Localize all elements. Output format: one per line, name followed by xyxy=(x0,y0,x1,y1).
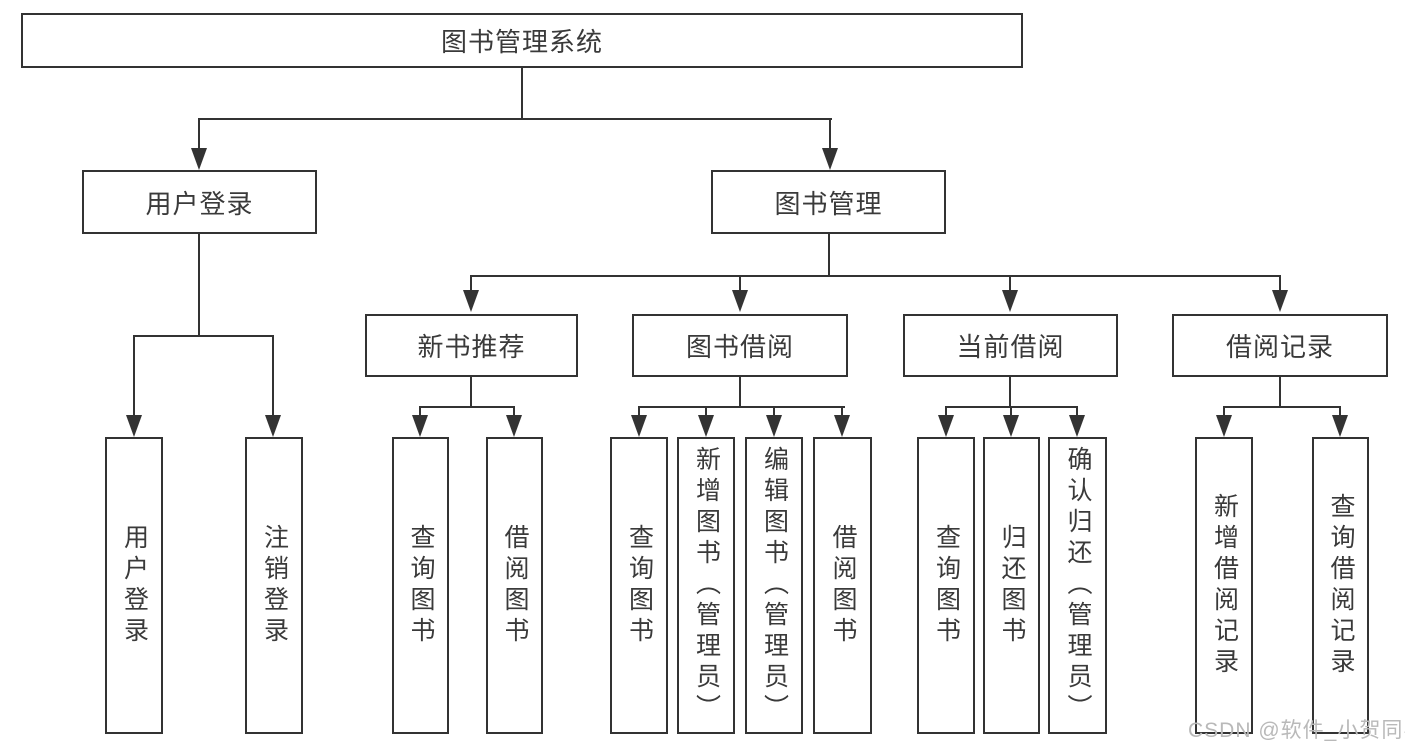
node-label: 查询图书 xyxy=(407,523,435,648)
node-label: 确认归还（管理员） xyxy=(1064,446,1092,725)
edge-drop xyxy=(470,275,472,292)
edge-drop xyxy=(773,406,775,417)
leaf-borrow-books-recommend: 借阅图书 xyxy=(486,437,543,734)
arrowhead-icon xyxy=(506,415,522,437)
leaf-add-borrow-record: 新增借阅记录 xyxy=(1195,437,1253,734)
node-label: 图书管理系统 xyxy=(440,27,603,57)
edge-drop xyxy=(1223,406,1225,417)
edge-drop xyxy=(1009,275,1011,292)
leaf-query-books-recommend: 查询图书 xyxy=(392,437,449,734)
arrowhead-icon xyxy=(1069,415,1085,437)
edge-drop xyxy=(272,335,274,417)
edge-drop xyxy=(945,406,947,417)
edge-drop xyxy=(133,335,135,417)
node-label: 用户登录 xyxy=(145,188,254,219)
arrowhead-icon xyxy=(938,415,954,437)
leaf-return-books: 归还图书 xyxy=(983,437,1040,734)
edge-drop xyxy=(419,406,421,417)
node-label: 归还图书 xyxy=(998,523,1026,648)
edge-rail xyxy=(638,406,845,408)
node-new-book-recommend: 新书推荐 xyxy=(365,314,578,377)
arrowhead-icon xyxy=(265,415,281,437)
node-label: 用户登录 xyxy=(120,523,149,648)
arrowhead-icon xyxy=(732,290,748,312)
edge-drop xyxy=(1339,406,1341,417)
edge-drop xyxy=(739,275,741,292)
arrowhead-icon xyxy=(412,415,428,437)
node-borrow-records: 借阅记录 xyxy=(1172,314,1388,377)
node-label: 查询图书 xyxy=(932,523,961,648)
node-label: 注销登录 xyxy=(260,523,289,648)
edge-drop xyxy=(1279,275,1281,292)
arrowhead-icon xyxy=(822,148,838,170)
edge-drop-user-login xyxy=(198,118,200,152)
node-label: 编辑图书（管理员） xyxy=(760,446,789,725)
leaf-user-login: 用户登录 xyxy=(105,437,163,734)
node-label: 图书借阅 xyxy=(685,332,794,362)
edge-stub xyxy=(470,377,472,406)
edge-userlogin-rail xyxy=(133,335,274,337)
node-label: 新增借阅记录 xyxy=(1210,492,1239,679)
edge-stub xyxy=(739,377,741,406)
edge-root-rail xyxy=(198,118,832,120)
arrowhead-icon xyxy=(698,415,714,437)
node-label: 图书管理 xyxy=(774,188,883,219)
arrowhead-icon xyxy=(766,415,782,437)
edge-rail xyxy=(1223,406,1341,408)
node-label: 借阅图书 xyxy=(829,523,857,648)
edge-userlogin-stub xyxy=(198,233,200,335)
leaf-query-borrow-record: 查询借阅记录 xyxy=(1312,437,1369,734)
node-label: 查询图书 xyxy=(625,523,654,648)
leaf-edit-books-admin: 编辑图书（管理员） xyxy=(745,437,803,734)
arrowhead-icon xyxy=(191,148,207,170)
edge-bookmgmt-rail xyxy=(470,275,1281,277)
edge-drop xyxy=(638,406,640,417)
leaf-confirm-return-admin: 确认归还（管理员） xyxy=(1048,437,1107,734)
edge-drop xyxy=(1010,406,1012,417)
arrowhead-icon xyxy=(1332,415,1348,437)
arrowhead-icon xyxy=(1216,415,1232,437)
leaf-borrow-books: 借阅图书 xyxy=(813,437,872,734)
edge-drop-book-management xyxy=(829,118,831,152)
edge-rail xyxy=(419,406,515,408)
node-user-login: 用户登录 xyxy=(82,170,317,234)
arrowhead-icon xyxy=(1272,290,1288,312)
node-book-management: 图书管理 xyxy=(711,170,946,234)
edge-stub xyxy=(1009,377,1011,406)
edge-root-stub xyxy=(521,68,523,118)
leaf-logout: 注销登录 xyxy=(245,437,303,734)
edge-drop xyxy=(513,406,515,417)
edge-drop xyxy=(705,406,707,417)
arrowhead-icon xyxy=(126,415,142,437)
leaf-add-books-admin: 新增图书（管理员） xyxy=(677,437,735,734)
leaf-query-books-borrow: 查询图书 xyxy=(610,437,668,734)
node-label: 借阅记录 xyxy=(1225,332,1334,362)
node-label: 当前借阅 xyxy=(956,332,1065,362)
arrowhead-icon xyxy=(834,415,850,437)
arrowhead-icon xyxy=(1002,290,1018,312)
arrowhead-icon xyxy=(463,290,479,312)
node-label: 新书推荐 xyxy=(417,332,526,362)
arrowhead-icon xyxy=(1003,415,1019,437)
watermark-text: CSDN @软件_小贺同学 xyxy=(1188,719,1405,742)
node-root-library-management-system: 图书管理系统 xyxy=(21,13,1023,68)
node-label: 借阅图书 xyxy=(501,523,529,648)
edge-drop xyxy=(1076,406,1078,417)
leaf-query-books-current: 查询图书 xyxy=(917,437,975,734)
edge-stub xyxy=(1279,377,1281,406)
arrowhead-icon xyxy=(631,415,647,437)
edge-bookmgmt-stub xyxy=(828,233,830,275)
node-book-borrow: 图书借阅 xyxy=(632,314,848,377)
node-current-borrow: 当前借阅 xyxy=(903,314,1118,377)
node-label: 新增图书（管理员） xyxy=(692,446,721,725)
edge-drop xyxy=(841,406,843,417)
node-label: 查询借阅记录 xyxy=(1327,492,1355,679)
